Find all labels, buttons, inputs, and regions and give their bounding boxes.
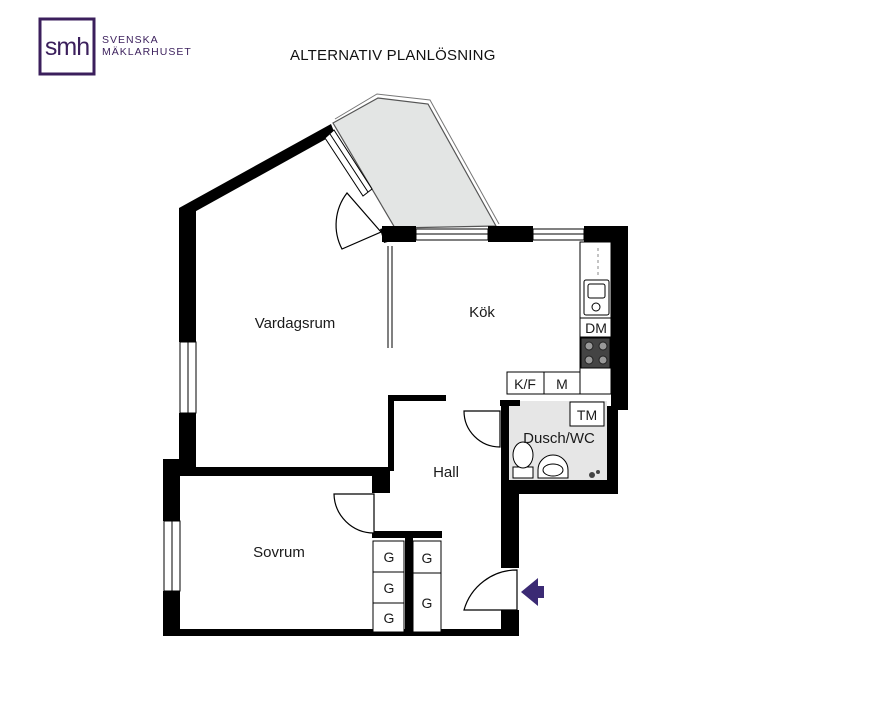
wall-bottom (163, 629, 519, 636)
bathroom-fixtures (512, 401, 605, 479)
wall-diagonal (179, 124, 335, 215)
kitchen-counter (506, 241, 612, 395)
wardrobe-5 (412, 572, 442, 633)
label-kitchen: Kök (469, 304, 495, 321)
wardrobe-1 (372, 540, 405, 573)
label-wardrobe-4: G (422, 550, 433, 566)
stove-icon (580, 337, 611, 369)
dryer (569, 401, 605, 427)
label-wardrobe-3: G (384, 610, 395, 626)
wall-bathroom-left (501, 400, 509, 490)
label-bathroom: Dusch/WC (523, 430, 595, 447)
plan-title: ALTERNATIV PLANLÖSNING (290, 47, 496, 64)
door-bathroom (463, 410, 501, 448)
label-hall: Hall (433, 464, 459, 481)
sliding-divider (387, 246, 393, 348)
wall-kitchen-right (611, 226, 628, 410)
wall-bedroom-left-lower (163, 591, 180, 636)
balcony (332, 93, 500, 229)
wardrobe-4 (412, 540, 442, 574)
door-balcony (335, 192, 382, 250)
washbasin-icon (537, 454, 569, 479)
brand-logo: smh SVENSKA MÄKLARHUSET (38, 17, 192, 76)
wall-hall-left-top (388, 395, 446, 401)
wall-living-left-lower (179, 413, 196, 475)
wardrobe-2 (372, 571, 405, 604)
wall-kitchen-top-b (488, 226, 533, 242)
logo-line2: MÄKLARHUSET (102, 46, 192, 58)
label-wardrobe-1: G (384, 549, 395, 565)
wall-hall-right-lower (501, 610, 519, 636)
toilet-icon (512, 441, 534, 479)
wall-bathroom-bottom (501, 480, 618, 494)
label-microwave: M (556, 376, 568, 392)
label-bedroom: Sovrum (253, 544, 305, 561)
label-dishwasher: DM (585, 320, 607, 336)
wall-wardrobe-divider (405, 538, 413, 633)
windows (163, 129, 585, 592)
label-living-room: Vardagsrum (255, 315, 336, 332)
wall-hall-right (501, 486, 519, 568)
logo-frame (38, 17, 96, 76)
wall-balcony-door (380, 226, 395, 243)
wall-bathroom-top (500, 400, 520, 406)
wardrobes (372, 540, 442, 633)
microwave (543, 371, 581, 395)
wall-hall-left (388, 395, 394, 471)
wall-bedroom-left (163, 459, 180, 521)
entrance-arrow-icon (521, 578, 544, 606)
logo-line1: SVENSKA (102, 34, 159, 46)
label-dryer: TM (577, 407, 597, 423)
wall-bathroom-right (607, 406, 618, 494)
doors (333, 192, 518, 611)
label-fridge-freezer: K/F (514, 376, 536, 392)
walls (163, 124, 628, 636)
wall-kitchen-top-c (584, 226, 628, 242)
door-bedroom (333, 493, 375, 534)
wall-living-bedroom (179, 467, 389, 476)
sink-icon (583, 279, 610, 316)
label-wardrobe-2: G (384, 580, 395, 596)
wardrobe-3 (372, 602, 405, 633)
logo-mark: smh (45, 33, 89, 61)
wall-hall-bedroom (372, 531, 442, 538)
wall-hall-stub (372, 467, 390, 493)
label-wardrobe-5: G (422, 595, 433, 611)
wall-living-left (179, 208, 196, 342)
door-entrance (463, 569, 518, 611)
